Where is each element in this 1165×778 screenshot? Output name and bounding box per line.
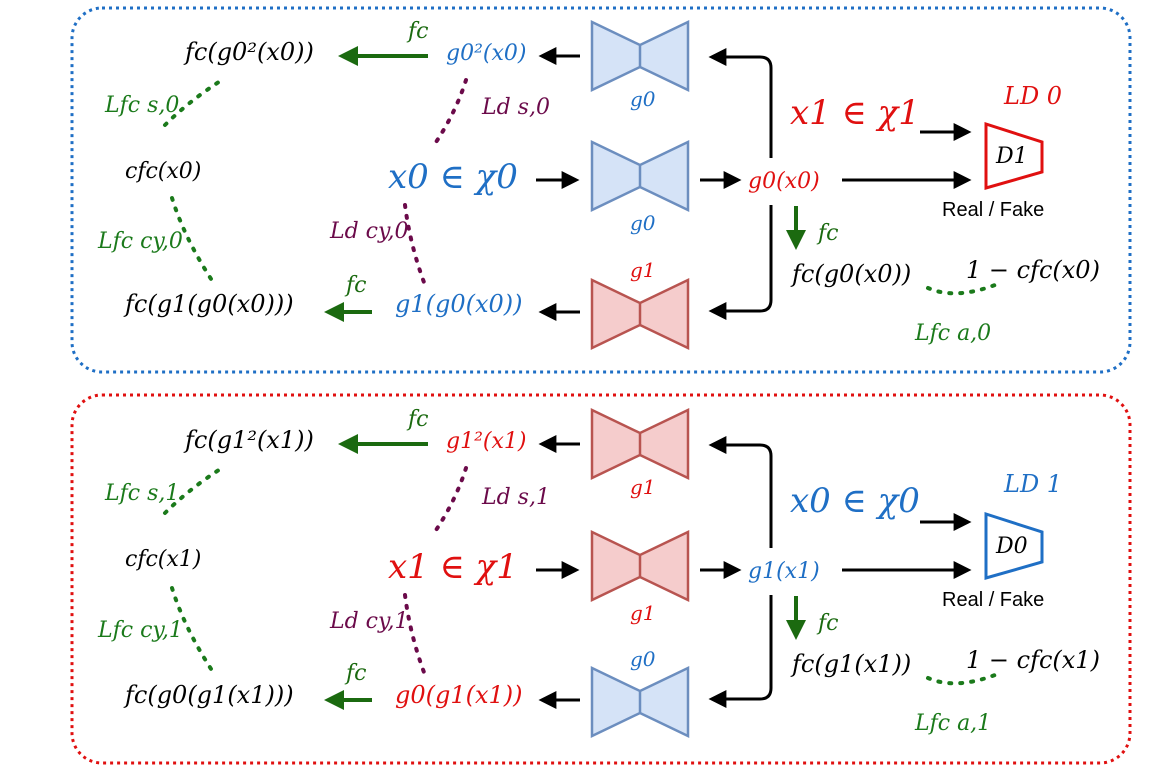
feedback-arrow-bottom [708, 205, 773, 320]
loss-fcy-label: Lfc cy,0 [97, 229, 183, 254]
gen-mid-label: g1 [630, 601, 656, 625]
real-fake-label: Real / Fake [942, 199, 1044, 221]
loss-dcy-label: Ld cy,1 [329, 609, 409, 634]
panel-domain-0: fc(g0²(x0)) Lfc s,0 cfc(x0) Lfc cy,0 fc(… [70, 6, 1132, 374]
loss-a-dots [926, 673, 997, 686]
g-cycle-label: g1(g0(x0)) [395, 290, 523, 318]
loss-a-label: Lfc a,0 [914, 321, 991, 346]
generator-bottom-icon [590, 278, 690, 350]
gen-bottom-label: g1 [630, 258, 656, 282]
loss-a-dots [926, 283, 997, 296]
feedback-arrow-top [708, 436, 773, 548]
feedback-arrow-top [708, 48, 773, 158]
discriminator-icon [984, 121, 1044, 190]
generator-bottom-icon [590, 666, 690, 738]
fcg-label: fc(g1(x1)) [790, 650, 911, 678]
loss-ds-dots [430, 78, 468, 150]
g-cycle-label: g0(g1(x1)) [395, 681, 523, 709]
input-label: x0 ∈ χ0 [388, 157, 518, 197]
fc-top-label: fc [406, 407, 428, 432]
loss-fs-dots [163, 464, 227, 515]
generator-mid-icon [590, 530, 690, 602]
gen-bottom-label: g0 [630, 647, 656, 671]
disc-label: D0 [995, 534, 1028, 559]
fcg-label: fc(g0(x0)) [790, 260, 911, 288]
loss-d-label: LD 0 [1003, 82, 1062, 110]
gen-top-label: g1 [630, 475, 656, 499]
loss-fs-label: Lfc s,1 [104, 481, 179, 506]
loss-dcy-label: Ld cy,0 [329, 219, 409, 244]
panel-border [70, 393, 1132, 765]
panel-border [70, 6, 1132, 374]
c-label: cfc(x0) [125, 159, 201, 184]
disc-label: D1 [995, 144, 1028, 169]
real-fake-label: Real / Fake [942, 589, 1044, 611]
fc-bottom-label: fc [344, 273, 366, 298]
panel-domain-1: fc(g1²(x1)) Lfc s,1 cfc(x1) Lfc cy,1 fc(… [70, 393, 1132, 765]
loss-a-label: Lfc a,1 [914, 711, 991, 736]
fc-top-label: fc [406, 19, 428, 44]
f-bottom-label: fc(g0(g1(x1))) [123, 681, 294, 709]
generator-top-icon [590, 20, 690, 92]
gen-top-label: g0 [630, 87, 656, 111]
one-minus-label: 1 − cfc(x1) [966, 646, 1100, 674]
f-bottom-label: fc(g1(g0(x0))) [123, 290, 294, 318]
one-minus-label: 1 − cfc(x0) [966, 256, 1100, 284]
loss-ds-label: Ld s,1 [481, 485, 550, 510]
f-top-label: fc(g0²(x0)) [183, 38, 314, 66]
g-squared-label: g1²(x1) [446, 429, 526, 454]
loss-ds-label: Ld s,0 [481, 95, 550, 120]
loss-d-label: LD 1 [1003, 470, 1062, 498]
g-squared-label: g0²(x0) [446, 41, 526, 66]
generator-top-icon [590, 408, 690, 480]
c-label: cfc(x1) [125, 547, 201, 572]
other-domain-label: x0 ∈ χ0 [790, 481, 920, 521]
generator-mid-icon [590, 140, 690, 212]
feedback-arrow-bottom [708, 595, 773, 708]
fc-bottom-label: fc [344, 661, 366, 686]
f-top-label: fc(g1²(x1)) [183, 426, 314, 454]
loss-fcy-dots [170, 586, 217, 677]
loss-dcy-dots [403, 593, 427, 677]
input-label: x1 ∈ χ1 [388, 547, 518, 587]
loss-dcy-dots [403, 203, 427, 287]
discriminator-icon [984, 511, 1044, 580]
fc-down-label: fc [816, 611, 838, 636]
loss-fs-label: Lfc s,0 [104, 93, 179, 118]
loss-fcy-dots [170, 196, 217, 287]
gx-label: g1(x1) [748, 559, 820, 584]
other-domain-label: x1 ∈ χ1 [790, 93, 920, 133]
loss-fs-dots [163, 76, 227, 127]
gen-mid-label: g0 [630, 211, 656, 235]
fc-down-label: fc [816, 221, 838, 246]
gx-label: g0(x0) [748, 169, 820, 194]
loss-fcy-label: Lfc cy,1 [97, 618, 183, 643]
loss-ds-dots [430, 466, 468, 538]
